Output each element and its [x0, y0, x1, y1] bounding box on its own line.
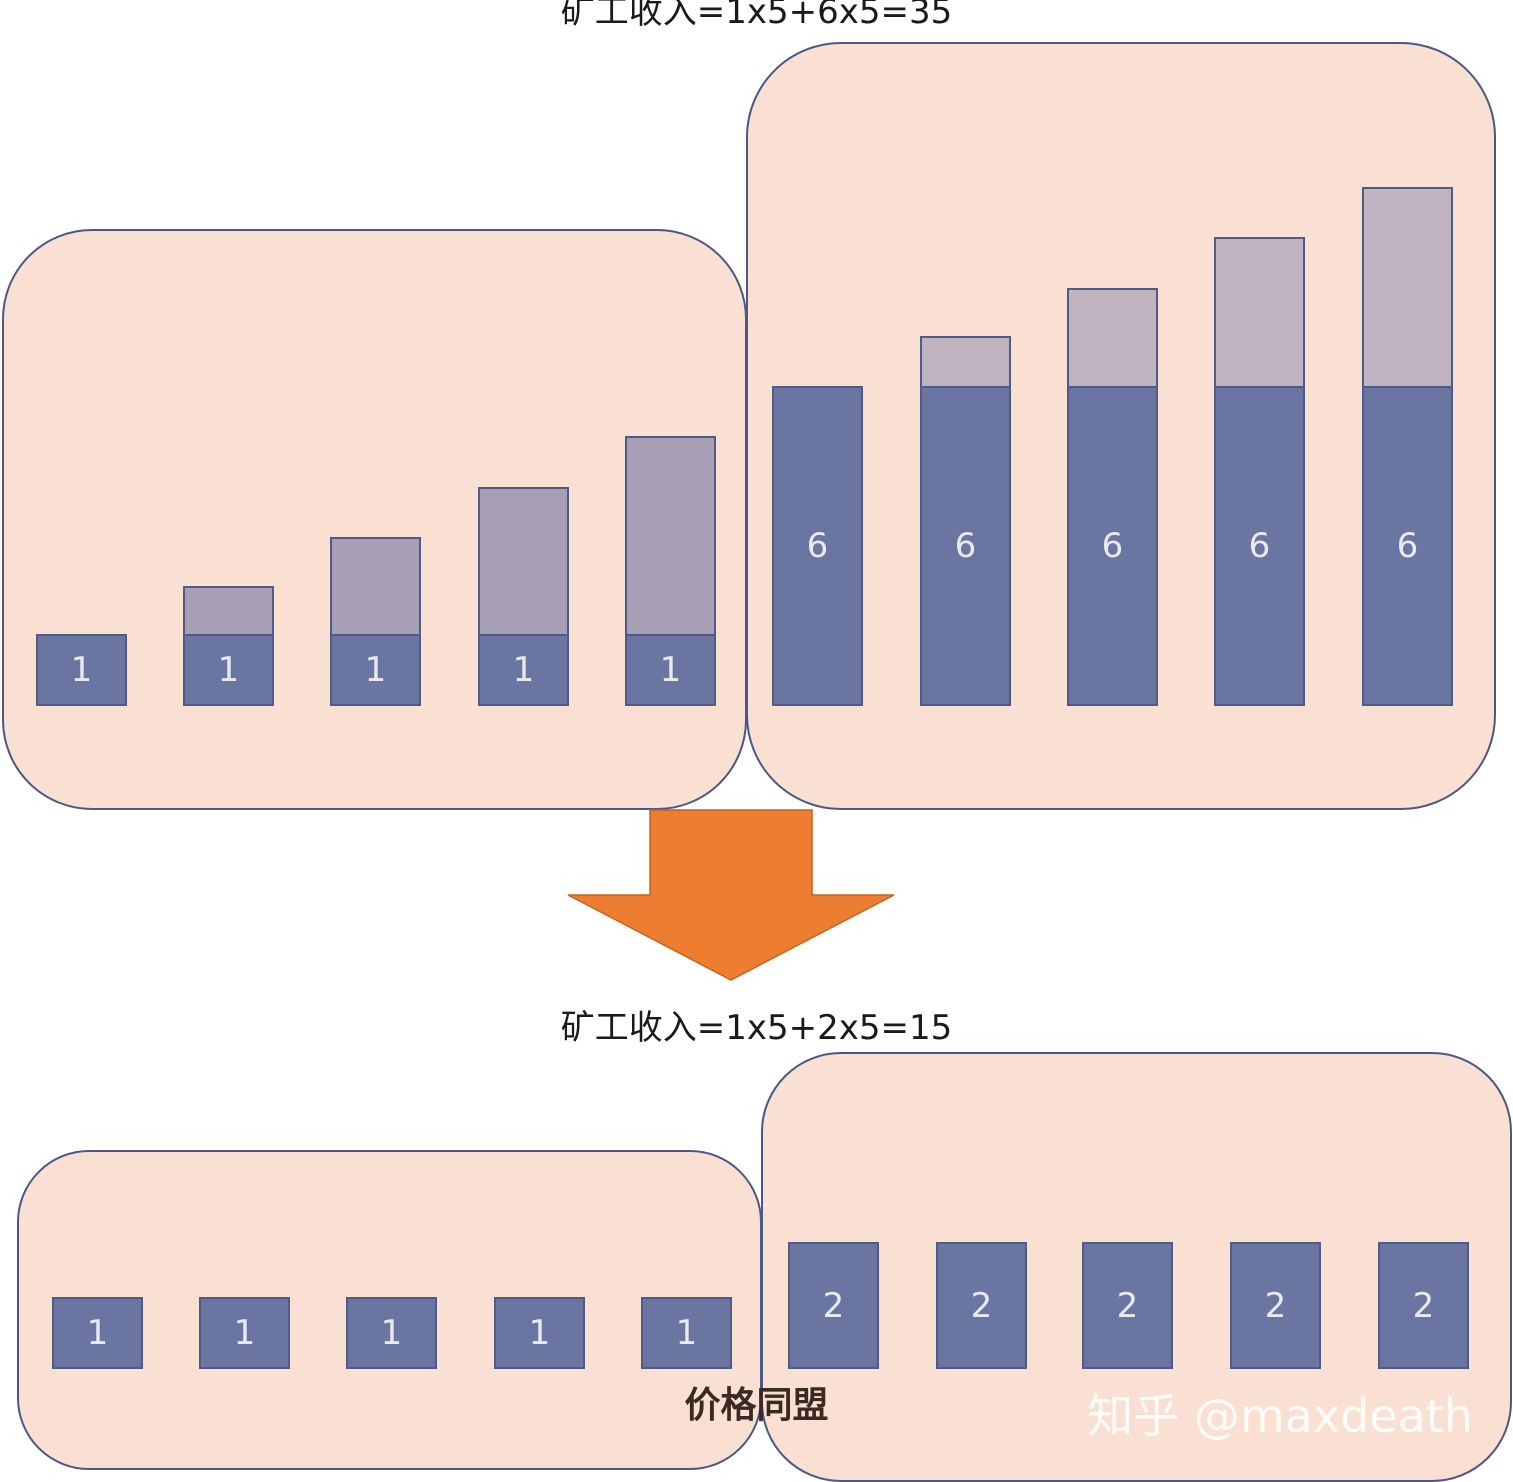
top-right-bar-2-extra [920, 336, 1011, 388]
bottom-left-bar-2: 1 [199, 1297, 290, 1369]
bar-label: 1 [233, 1313, 256, 1353]
bottom-left-bar-3: 1 [346, 1297, 437, 1369]
top-right-bar-5-base: 6 [1362, 386, 1453, 706]
top-left-bar-3-extra [330, 537, 421, 636]
bottom-right-bar-3: 2 [1082, 1242, 1173, 1369]
top-right-bar-2-base: 6 [920, 386, 1011, 706]
bar-label: 2 [1412, 1285, 1435, 1326]
bottom-right-bar-1: 2 [788, 1242, 879, 1369]
bar-label: 2 [822, 1285, 845, 1326]
watermark: 知乎 @maxdeath [1087, 1389, 1473, 1443]
top-left-bar-5-extra [625, 436, 716, 636]
bottom-left-bar-1: 1 [52, 1297, 143, 1369]
top-right-bar-5-extra [1362, 187, 1453, 388]
top-right-bar-3-extra [1067, 288, 1158, 388]
top-heading: 矿工收入=1x5+6x5=35 [560, 0, 953, 32]
top-left-bar-5-base: 1 [625, 634, 716, 706]
down-arrow-icon [567, 809, 895, 981]
bottom-right-bar-5: 2 [1378, 1242, 1469, 1369]
bar-label: 1 [86, 1313, 109, 1353]
bar-label: 6 [1101, 526, 1124, 566]
bar-label: 1 [217, 650, 240, 690]
top-left-bar-4-base: 1 [478, 634, 569, 706]
bar-label: 6 [806, 526, 829, 566]
bar-label: 1 [70, 650, 93, 690]
bar-label: 6 [1248, 526, 1271, 566]
bottom-right-bar-2: 2 [936, 1242, 1027, 1369]
top-left-panel [2, 229, 747, 810]
bar-label: 2 [1264, 1285, 1287, 1326]
bar-label: 2 [970, 1285, 993, 1326]
top-right-bar-1-base: 6 [772, 386, 863, 706]
bar-label: 1 [528, 1313, 551, 1353]
bar-label: 6 [954, 526, 977, 566]
bottom-left-bar-4: 1 [494, 1297, 585, 1369]
bar-label: 1 [659, 650, 682, 690]
top-left-bar-1-base: 1 [36, 634, 127, 706]
bottom-right-bar-4: 2 [1230, 1242, 1321, 1369]
top-right-bar-4-extra [1214, 237, 1305, 388]
bar-label: 1 [512, 650, 535, 690]
top-right-bar-4-base: 6 [1214, 386, 1305, 706]
bar-label: 1 [364, 650, 387, 690]
top-left-bar-4-extra [478, 487, 569, 636]
bar-label: 6 [1396, 526, 1419, 566]
top-right-bar-3-base: 6 [1067, 386, 1158, 706]
top-left-bar-2-extra [183, 586, 274, 636]
bottom-left-bar-5: 1 [641, 1297, 732, 1369]
bar-label: 1 [380, 1313, 403, 1353]
bar-label: 2 [1116, 1285, 1139, 1326]
caption: 价格同盟 [684, 1385, 829, 1426]
bar-label: 1 [675, 1313, 698, 1353]
bottom-heading: 矿工收入=1x5+2x5=15 [560, 1008, 953, 1048]
top-left-bar-3-base: 1 [330, 634, 421, 706]
top-left-bar-2-base: 1 [183, 634, 274, 706]
